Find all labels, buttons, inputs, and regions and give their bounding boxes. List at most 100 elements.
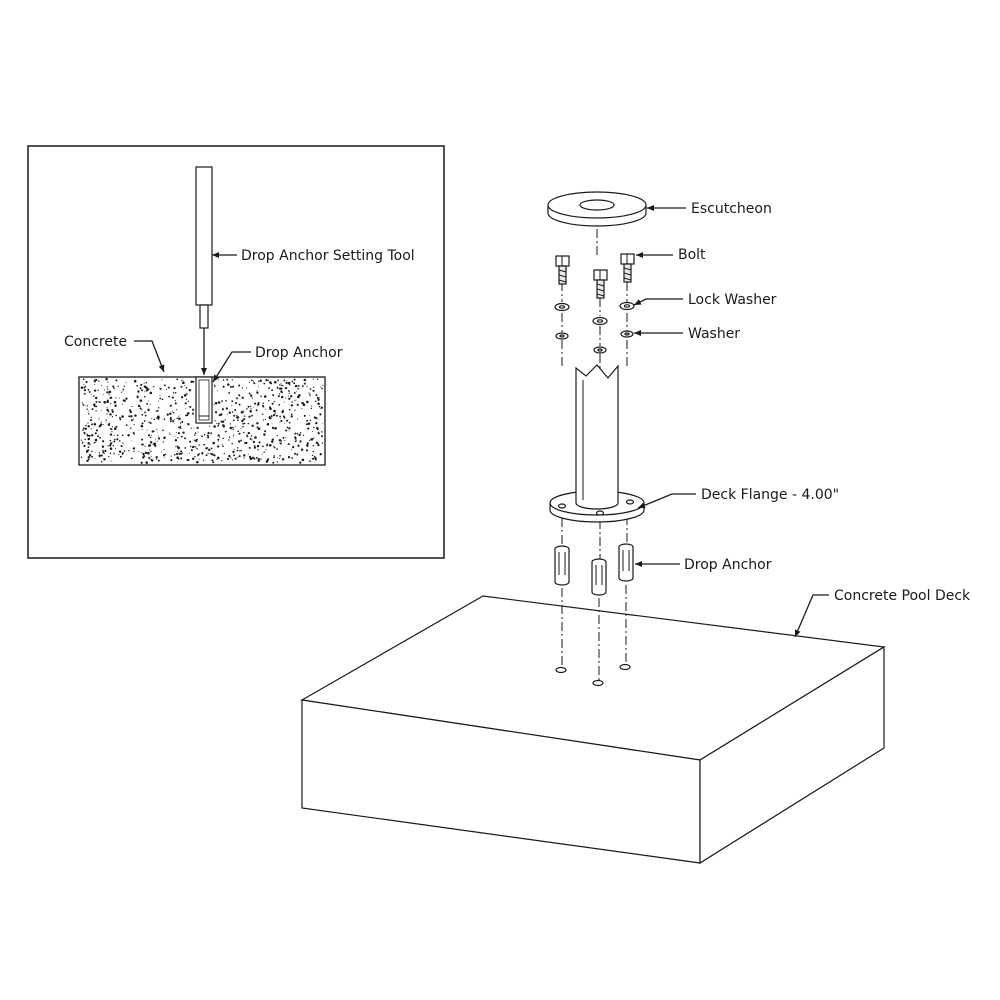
concrete-speckle [237, 416, 240, 419]
concrete-speckle [180, 385, 183, 388]
concrete-speckle [308, 391, 310, 393]
concrete-speckle [184, 447, 187, 449]
concrete-speckle [90, 416, 93, 419]
concrete-speckle [174, 435, 176, 437]
drop-anchor-left [554, 545, 570, 586]
inset-leaders [134, 252, 251, 383]
label-bolt: Bolt [678, 247, 706, 263]
concrete-speckle [228, 439, 230, 441]
concrete-speckle [141, 438, 144, 441]
concrete-speckle [222, 445, 224, 448]
concrete-speckle [141, 409, 143, 411]
concrete-speckle [150, 455, 152, 457]
concrete-speckle [294, 436, 297, 439]
concrete-speckle [105, 377, 108, 381]
concrete-speckle [123, 385, 126, 387]
concrete-speckle [106, 386, 108, 388]
concrete-speckle [113, 427, 117, 430]
concrete-speckle [179, 422, 182, 424]
concrete-speckle [221, 420, 225, 423]
concrete-speckle [144, 411, 146, 414]
concrete-speckle [184, 402, 187, 405]
concrete-speckle [309, 439, 311, 442]
concrete-speckle [111, 408, 114, 411]
concrete-speckle [198, 444, 200, 446]
concrete-speckle [193, 428, 195, 430]
concrete-speckle [146, 429, 148, 431]
concrete-speckle [157, 415, 160, 419]
concrete-speckle [173, 453, 176, 456]
concrete-speckle [234, 409, 237, 411]
concrete-speckle [169, 420, 172, 423]
concrete-speckle [142, 452, 145, 456]
concrete-speckle [179, 426, 182, 430]
concrete-speckle [149, 421, 152, 425]
concrete-speckle [176, 417, 178, 420]
concrete-speckle [224, 419, 226, 421]
concrete-speckle [177, 446, 180, 450]
label-drop-anchor: Drop Anchor [684, 557, 772, 573]
concrete-speckle [157, 407, 160, 409]
concrete-speckle [248, 381, 251, 383]
concrete-speckle [287, 395, 289, 397]
concrete-speckle [180, 450, 183, 453]
concrete-speckle [233, 436, 235, 438]
concrete-speckle [249, 457, 253, 461]
concrete-speckle [119, 397, 120, 399]
concrete-speckle [93, 405, 96, 408]
concrete-speckle [288, 421, 291, 424]
concrete-speckle [263, 419, 265, 421]
concrete-speckle [162, 454, 166, 457]
concrete-speckle [221, 443, 223, 445]
concrete-speckle [109, 394, 110, 396]
concrete-speckle [113, 452, 115, 455]
flange-hole [595, 510, 605, 516]
concrete-speckle [316, 428, 319, 431]
concrete-speckle [194, 445, 196, 448]
concrete-speckle [279, 455, 281, 457]
concrete-speckle [170, 455, 172, 457]
concrete-speckle [285, 381, 288, 385]
concrete-speckle [232, 428, 235, 430]
concrete-speckle [111, 410, 114, 413]
concrete-speckle [306, 385, 308, 387]
concrete-speckle [146, 402, 149, 405]
concrete-speckle [214, 420, 216, 422]
concrete-speckle [147, 408, 150, 412]
concrete-speckle [176, 450, 179, 452]
deck-side-face [699, 645, 885, 865]
concrete-speckle [87, 410, 89, 412]
concrete-speckle [262, 402, 265, 404]
concrete-speckle [194, 434, 196, 436]
concrete-speckle [87, 441, 90, 445]
concrete-speckle [160, 451, 162, 453]
concrete-speckle [94, 438, 98, 442]
concrete-speckle [173, 419, 175, 421]
concrete-speckle [162, 429, 164, 432]
concrete-speckle [274, 427, 277, 430]
concrete-speckle [125, 382, 127, 384]
concrete-speckle [95, 400, 98, 403]
concrete-speckle [230, 457, 232, 459]
concrete-speckle [248, 392, 251, 395]
concrete-speckle [141, 422, 144, 425]
concrete-speckle [280, 390, 283, 393]
concrete-speckle [283, 422, 285, 424]
concrete-speckle [112, 444, 115, 447]
concrete-speckle [278, 392, 280, 395]
concrete-speckle [102, 449, 104, 452]
concrete-speckle [320, 386, 321, 388]
concrete-speckle [91, 450, 93, 453]
concrete-speckle [242, 425, 244, 428]
concrete-speckle [263, 395, 267, 398]
concrete-speckle [121, 452, 124, 455]
concrete-speckle [107, 445, 109, 447]
concrete-speckle [175, 446, 177, 448]
concrete-speckle [276, 457, 278, 459]
concrete-speckle [163, 436, 166, 440]
concrete-speckle [111, 428, 113, 430]
concrete-speckle [125, 397, 128, 400]
concrete-speckle [310, 405, 312, 407]
label-lock-washer: Lock Washer [688, 292, 777, 308]
concrete-speckle [83, 386, 86, 389]
